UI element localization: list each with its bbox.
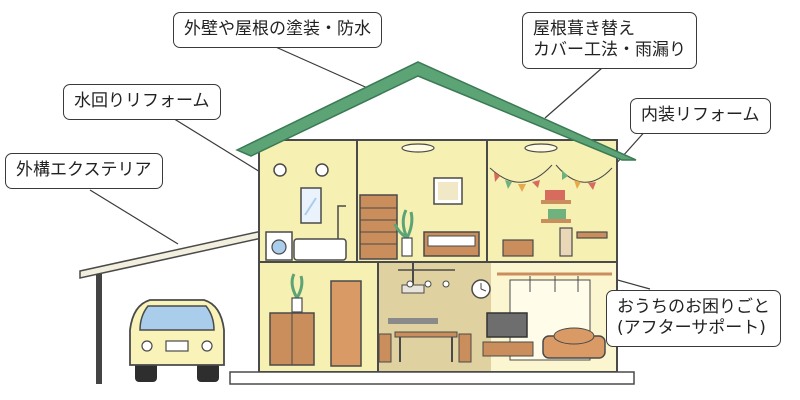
car-icon [129,299,225,382]
label-interior-remodel: 内装リフォーム [630,98,771,134]
sofa-icon [542,327,606,359]
bedroom [359,143,480,260]
dresser [359,194,398,260]
label-after-support: おうちのお困りごと (アフターサポート) [606,290,781,347]
label-exterior-wall-roof-paint: 外壁や屋根の塗装・防水 [173,12,382,48]
clock-icon [471,279,491,299]
label-water-area-remodel: 水回りリフォーム [63,84,221,120]
bathtub-icon [293,205,347,261]
plant-icon [393,209,414,257]
bed-icon [423,231,480,257]
plant-icon [290,273,304,313]
bathroom [265,163,347,261]
entrance [269,273,362,367]
bunting [489,164,613,192]
kids-room [489,143,613,257]
kitchen-living [378,263,612,363]
label-exterior-landscaping: 外構エクステリア [5,153,163,189]
label-roof-replacement: 屋根葺き替え カバー工法・雨漏り [522,12,697,69]
tv-icon [482,312,534,357]
washing-machine-icon [265,231,293,261]
